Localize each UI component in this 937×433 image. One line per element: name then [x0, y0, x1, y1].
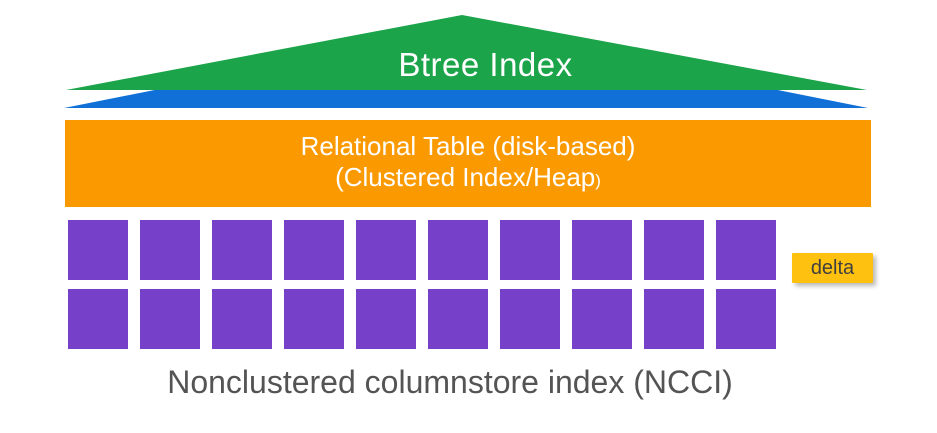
btree-index-triangle	[66, 15, 867, 90]
ncci-caption: Nonclustered columnstore index (NCCI)	[167, 364, 733, 400]
rowgroup-square	[284, 289, 344, 349]
delta-rowgroup-box: delta	[792, 253, 873, 283]
delta-label: delta	[810, 256, 855, 279]
rowgroup-square	[644, 220, 704, 280]
rowgroup-square	[716, 289, 776, 349]
ncci-rowgroup-grid	[68, 220, 776, 349]
rowgroup-square	[716, 220, 776, 280]
relational-table-label-line2: (Clustered Index/Heap)	[335, 162, 601, 196]
rowgroup-square	[572, 220, 632, 280]
rowgroup-square	[644, 289, 704, 349]
btree-index-label: Btree Index	[398, 46, 573, 83]
rowgroup-square	[284, 220, 344, 280]
relational-table-label-line2-closing-paren: )	[595, 171, 601, 190]
rowgroup-square	[500, 289, 560, 349]
rowgroup-square	[428, 289, 488, 349]
rowgroup-square	[212, 220, 272, 280]
rowgroup-square	[356, 289, 416, 349]
rowgroup-square	[140, 289, 200, 349]
rowgroup-square	[140, 220, 200, 280]
rowgroup-square	[500, 220, 560, 280]
rowgroup-square	[68, 289, 128, 349]
rowgroup-square	[356, 220, 416, 280]
relational-table-box: Relational Table (disk-based) (Clustered…	[65, 120, 871, 207]
relational-table-label-line1: Relational Table (disk-based)	[300, 131, 636, 161]
rowgroup-square	[68, 220, 128, 280]
rowgroup-square	[572, 289, 632, 349]
relational-table-label-line2-text: (Clustered Index/Heap	[335, 162, 596, 192]
rowgroup-square	[212, 289, 272, 349]
rowgroup-square	[428, 220, 488, 280]
